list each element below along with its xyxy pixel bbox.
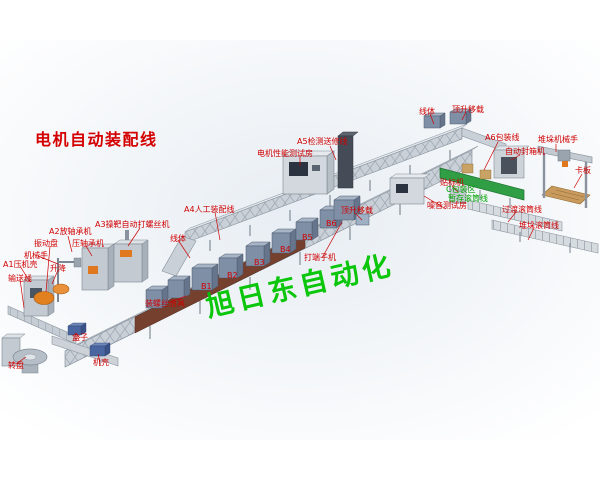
- callout-label: 堆垛机械手: [538, 135, 578, 144]
- leader-lines: [15, 111, 583, 365]
- callout-label: A5检测送修线: [297, 137, 348, 146]
- left-assembly-cluster: [1, 230, 149, 374]
- callout-label: A1压机壳: [3, 260, 38, 269]
- packaging-area: [439, 145, 599, 254]
- callout-label: 暂存滚筒线: [448, 194, 488, 203]
- callout-label: 贴标机: [440, 178, 464, 187]
- vibration-bowl-small: [52, 283, 70, 295]
- callout-label: 升降: [50, 264, 66, 273]
- callout-label: C包装区: [446, 185, 476, 194]
- casing-item: [89, 345, 106, 357]
- callout-label: B1: [201, 282, 212, 291]
- callout-label: 打端子机: [304, 253, 336, 262]
- callout-label: 顶升移载: [452, 105, 484, 114]
- carton: [479, 169, 492, 180]
- top-line-unit: [423, 115, 441, 129]
- callout-label: B5: [302, 233, 313, 242]
- callout-label: 振动盘: [34, 239, 58, 248]
- callout-label: 自动封箱机: [505, 147, 545, 156]
- callout-label: A2放轴承机: [49, 227, 92, 236]
- callout-label: 压轴承机: [72, 239, 104, 248]
- callout-label: 电机性能测试房: [257, 149, 313, 158]
- callout-label: 机械手: [24, 251, 48, 260]
- callout-label: 装螺丝治具: [145, 299, 185, 308]
- callout-label: B6: [326, 219, 337, 228]
- station-b2: [218, 257, 238, 279]
- labeling-machine: [449, 189, 467, 204]
- callout-label: 转盘: [8, 361, 24, 370]
- carton: [461, 163, 474, 174]
- station-b4: [271, 232, 291, 254]
- lift-transfer-unit: [355, 213, 370, 226]
- stations: [145, 108, 472, 309]
- callout-label: B2: [227, 271, 238, 280]
- station-b5: [295, 221, 313, 241]
- callout-label: 堆垛滚筒线: [519, 221, 559, 230]
- green-packing-belt: [439, 167, 525, 201]
- callout-label: A4人工装配线: [184, 205, 235, 214]
- callout-label: 输送线: [8, 274, 32, 283]
- callout-label: A3操靶自动打螺丝机: [95, 220, 170, 229]
- vibration-bowl: [33, 291, 55, 305]
- station-b3: [245, 245, 265, 267]
- callout-label: 过渡滚筒线: [502, 205, 542, 214]
- top-lift-unit: [449, 111, 467, 125]
- noise-test-room: [389, 173, 431, 205]
- callout-label: B4: [280, 245, 291, 254]
- callout-label: 线体: [419, 107, 435, 116]
- station-b1: [191, 267, 213, 291]
- callout-label: 机壳: [93, 358, 109, 367]
- callout-label: 顶升移载: [341, 206, 373, 215]
- diagram-title: 电机自动装配线: [35, 130, 158, 149]
- test-room: [282, 131, 359, 195]
- callout-label: 盒子: [72, 333, 88, 342]
- terminal-machine: [333, 199, 355, 221]
- box-item: [67, 325, 82, 336]
- callout-label: 卡板: [575, 166, 591, 175]
- callout-label: 线体: [170, 234, 186, 243]
- callout-label: B3: [254, 258, 265, 267]
- callout-label: 噪音测试房: [427, 201, 467, 210]
- callout-label: A6包装线: [485, 133, 520, 142]
